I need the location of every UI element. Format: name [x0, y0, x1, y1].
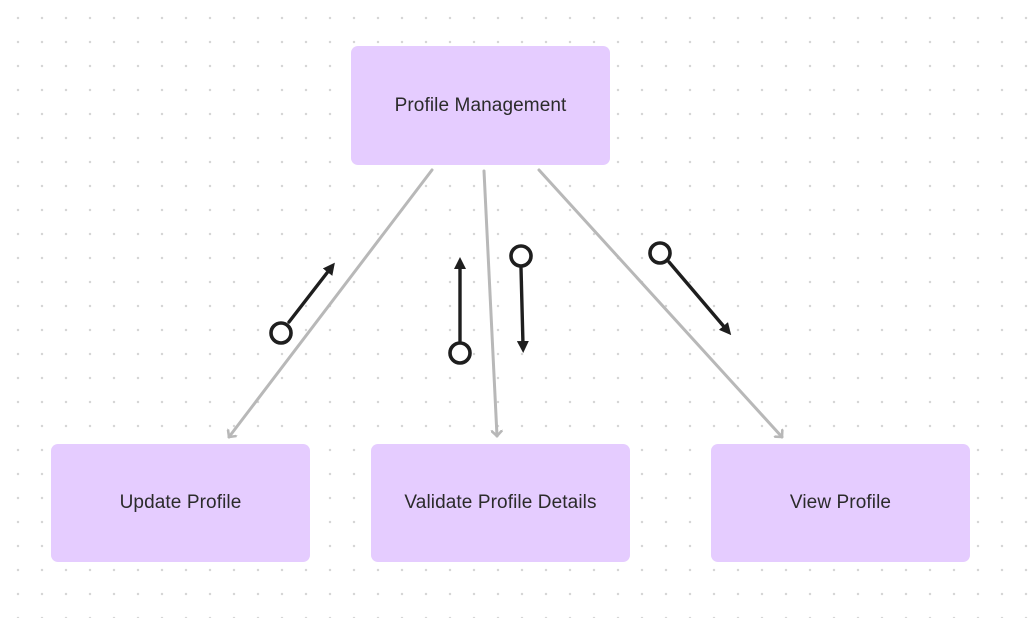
- connector-root-to-update[interactable]: [229, 168, 434, 439]
- node-label: Profile Management: [394, 94, 567, 116]
- message-origin-circle: [509, 244, 533, 268]
- message-origin-circle: [648, 241, 672, 265]
- node-label: View Profile: [789, 492, 892, 513]
- message-arrow-root-to-view: [648, 241, 732, 336]
- message-arrow-update-to-root: [269, 262, 335, 345]
- message-origin-circle: [448, 341, 472, 365]
- connector-root-to-validate[interactable]: [482, 169, 497, 438]
- message-arrow-root-to-validate: [509, 244, 533, 353]
- connector-root-to-view[interactable]: [537, 168, 782, 439]
- node-label: Validate Profile Details: [404, 492, 597, 513]
- node-view-profile[interactable]: View Profile: [711, 444, 970, 562]
- node-validate-profile-details[interactable]: Validate Profile Details: [371, 444, 630, 562]
- message-arrow-validate-to-root: [448, 257, 472, 365]
- node-update-profile[interactable]: Update Profile: [51, 444, 310, 562]
- message-origin-circle: [269, 321, 293, 345]
- node-profile-management[interactable]: Profile Management: [351, 46, 610, 165]
- node-label: Update Profile: [119, 492, 242, 513]
